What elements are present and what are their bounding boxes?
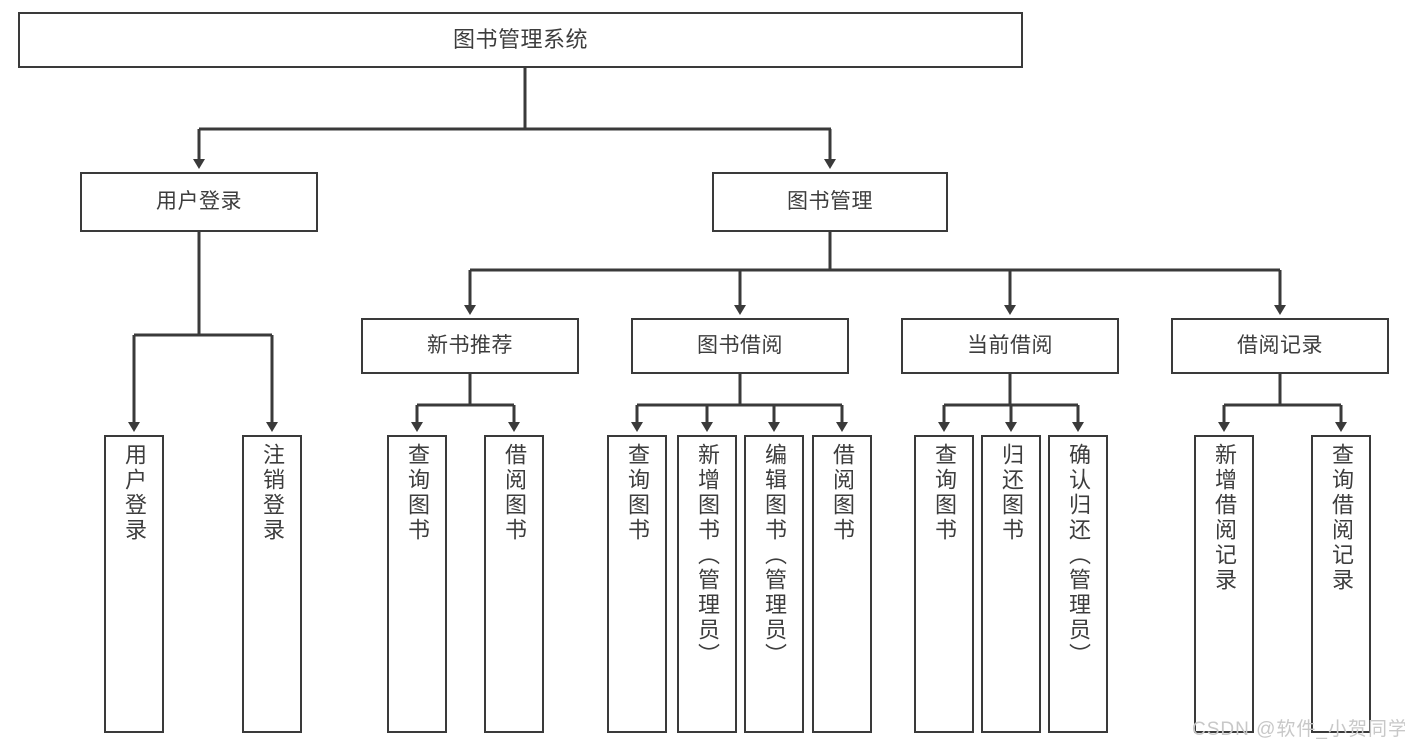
node-leaf-borrow-book-2[interactable]: 借阅图书 [812, 435, 872, 733]
node-leaf-user-login-label: 用户登录 [122, 443, 147, 543]
node-book-manage[interactable]: 图书管理 [712, 172, 948, 232]
node-leaf-return-book-label: 归还图书 [999, 443, 1024, 543]
node-new-book-recommend-label: 新书推荐 [427, 333, 513, 357]
node-book-manage-label: 图书管理 [787, 189, 873, 213]
node-leaf-borrow-book-2-label: 借阅图书 [830, 443, 855, 543]
node-leaf-query-book-2-label: 查询图书 [625, 443, 650, 543]
node-user-login-label: 用户登录 [156, 189, 242, 213]
node-leaf-query-book-3-label: 查询图书 [932, 443, 957, 543]
node-user-login[interactable]: 用户登录 [80, 172, 318, 232]
node-leaf-confirm-return-admin-label: 确认归还（管理员） [1066, 443, 1091, 668]
node-leaf-query-book-1-label: 查询图书 [405, 443, 430, 543]
node-leaf-add-book-admin-label: 新增图书（管理员） [695, 443, 720, 668]
node-leaf-query-book-3[interactable]: 查询图书 [914, 435, 974, 733]
node-borrow-record[interactable]: 借阅记录 [1171, 318, 1389, 374]
node-leaf-user-login[interactable]: 用户登录 [104, 435, 164, 733]
node-current-borrow[interactable]: 当前借阅 [901, 318, 1119, 374]
node-leaf-query-borrow-record[interactable]: 查询借阅记录 [1311, 435, 1371, 733]
node-leaf-logout-login[interactable]: 注销登录 [242, 435, 302, 733]
node-leaf-query-borrow-record-label: 查询借阅记录 [1329, 443, 1354, 593]
node-leaf-query-book-2[interactable]: 查询图书 [607, 435, 667, 733]
node-root-label: 图书管理系统 [452, 27, 588, 53]
node-leaf-edit-book-admin-label: 编辑图书（管理员） [762, 443, 787, 668]
node-book-borrow-label: 图书借阅 [697, 333, 783, 357]
node-borrow-record-label: 借阅记录 [1237, 333, 1323, 357]
node-leaf-borrow-book-1[interactable]: 借阅图书 [484, 435, 544, 733]
node-leaf-add-book-admin[interactable]: 新增图书（管理员） [677, 435, 737, 733]
node-leaf-add-borrow-record-label: 新增借阅记录 [1212, 443, 1237, 593]
node-leaf-edit-book-admin[interactable]: 编辑图书（管理员） [744, 435, 804, 733]
node-book-borrow[interactable]: 图书借阅 [631, 318, 849, 374]
node-leaf-confirm-return-admin[interactable]: 确认归还（管理员） [1048, 435, 1108, 733]
node-root[interactable]: 图书管理系统 [18, 12, 1023, 68]
node-leaf-add-borrow-record[interactable]: 新增借阅记录 [1194, 435, 1254, 733]
node-leaf-return-book[interactable]: 归还图书 [981, 435, 1041, 733]
node-leaf-query-book-1[interactable]: 查询图书 [387, 435, 447, 733]
node-leaf-logout-login-label: 注销登录 [260, 443, 285, 543]
node-current-borrow-label: 当前借阅 [967, 333, 1053, 357]
node-new-book-recommend[interactable]: 新书推荐 [361, 318, 579, 374]
node-leaf-borrow-book-1-label: 借阅图书 [502, 443, 527, 543]
csdn-watermark: CSDN @软件_小贺同学 [1192, 719, 1405, 740]
